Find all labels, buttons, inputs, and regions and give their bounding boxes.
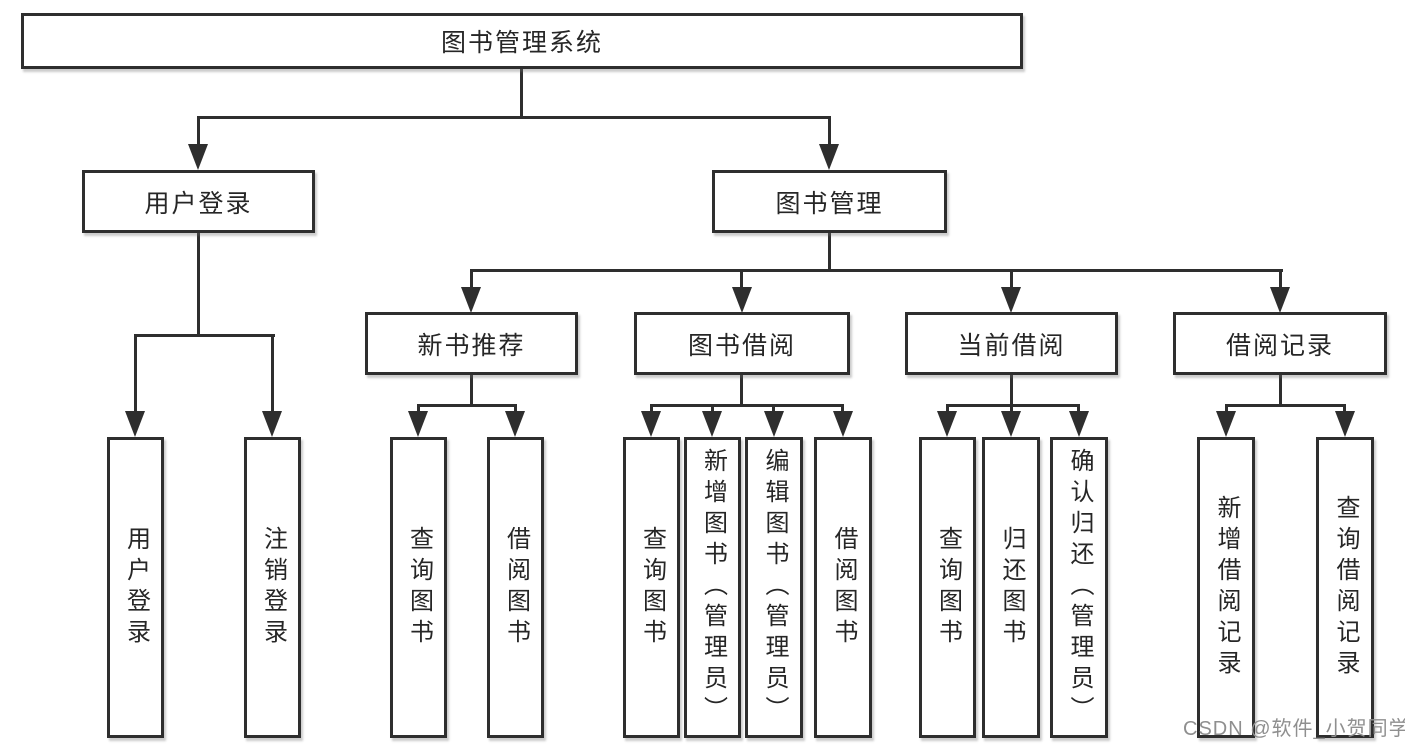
arrow-down-icon [1270,287,1290,313]
connector-line [197,116,831,119]
node-book-mgmt: 图书管理 [712,170,947,233]
leaf-return-book: 归还图书 [982,437,1040,738]
leaf-query-book-borrow: 查询图书 [623,437,680,738]
arrow-down-icon [505,411,525,437]
leaf-query-borrow-record-label: 查询借阅记录 [1332,494,1359,681]
leaf-borrow-book-label: 借阅图书 [830,525,857,650]
watermark: CSDN @软件_小贺同学 [1183,718,1405,740]
leaf-add-borrow-record-label: 新增借阅记录 [1213,494,1240,681]
arrow-down-icon [833,411,853,437]
leaf-query-book-rec: 查询图书 [390,437,447,738]
leaf-add-book-admin-label: 新增图书（管理员） [699,448,727,727]
node-user-login-group-label: 用户登录 [144,189,253,218]
connector-line [1010,375,1013,407]
connector-line [134,334,275,337]
leaf-borrow-book-rec: 借阅图书 [487,437,544,738]
node-current-borrow: 当前借阅 [905,312,1118,375]
connector-line [470,269,473,291]
arrow-down-icon [461,287,481,313]
connector-line [740,269,743,291]
leaf-query-book-rec-label: 查询图书 [405,525,433,650]
arrow-down-icon [702,411,722,437]
connector-line [197,233,200,337]
arrow-down-icon [819,144,839,170]
connector-line [1010,269,1013,291]
leaf-user-login-label: 用户登录 [122,525,150,650]
node-book-mgmt-label: 图书管理 [775,189,884,218]
connector-line [650,404,844,407]
leaf-logout: 注销登录 [244,437,301,738]
leaf-borrow-book: 借阅图书 [814,437,872,738]
connector-line [828,116,831,148]
connector-line [271,334,274,416]
node-root: 图书管理系统 [21,13,1023,69]
node-root-label: 图书管理系统 [440,29,603,57]
connector-line [740,375,743,407]
node-borrow-records: 借阅记录 [1173,312,1387,375]
arrow-down-icon [1216,411,1236,437]
leaf-borrow-book-rec-label: 借阅图书 [502,525,530,650]
connector-line [470,269,1283,272]
leaf-add-borrow-record: 新增借阅记录 [1197,437,1255,738]
arrow-down-icon [764,411,784,437]
connector-line [417,404,517,407]
node-borrow-records-label: 借阅记录 [1225,331,1334,360]
connector-line [1279,375,1282,407]
arrow-down-icon [1069,411,1089,437]
connector-line [134,334,137,416]
connector-line [520,69,523,119]
connector-line [470,375,473,407]
arrow-down-icon [1001,287,1021,313]
arrow-down-icon [1335,411,1355,437]
arrow-down-icon [188,144,208,170]
node-book-borrow: 图书借阅 [634,312,850,375]
leaf-confirm-return-admin: 确认归还（管理员） [1050,437,1108,738]
leaf-return-book-label: 归还图书 [998,525,1025,650]
arrow-down-icon [408,411,428,437]
leaf-query-book-current-label: 查询图书 [934,525,962,650]
node-user-login-group: 用户登录 [82,170,315,233]
leaf-query-book-current: 查询图书 [919,437,976,738]
arrow-down-icon [125,411,145,437]
leaf-edit-book-admin-label: 编辑图书（管理员） [761,448,788,727]
arrow-down-icon [641,411,661,437]
connector-line [1225,404,1346,407]
connector-line [1279,269,1282,291]
arrow-down-icon [262,411,282,437]
leaf-query-borrow-record: 查询借阅记录 [1316,437,1374,738]
node-new-books: 新书推荐 [365,312,578,375]
connector-line [946,404,1080,407]
connector-line [828,233,831,272]
node-book-borrow-label: 图书借阅 [687,331,796,360]
arrow-down-icon [937,411,957,437]
arrow-down-icon [732,287,752,313]
leaf-edit-book-admin: 编辑图书（管理员） [745,437,803,738]
node-current-borrow-label: 当前借阅 [957,331,1066,360]
node-new-books-label: 新书推荐 [417,331,526,360]
leaf-user-login: 用户登录 [107,437,164,738]
leaf-add-book-admin: 新增图书（管理员） [684,437,741,738]
leaf-confirm-return-admin-label: 确认归还（管理员） [1066,448,1093,727]
leaf-query-book-borrow-label: 查询图书 [638,525,666,650]
arrow-down-icon [1001,411,1021,437]
connector-line [197,116,200,148]
leaf-logout-label: 注销登录 [259,525,287,650]
